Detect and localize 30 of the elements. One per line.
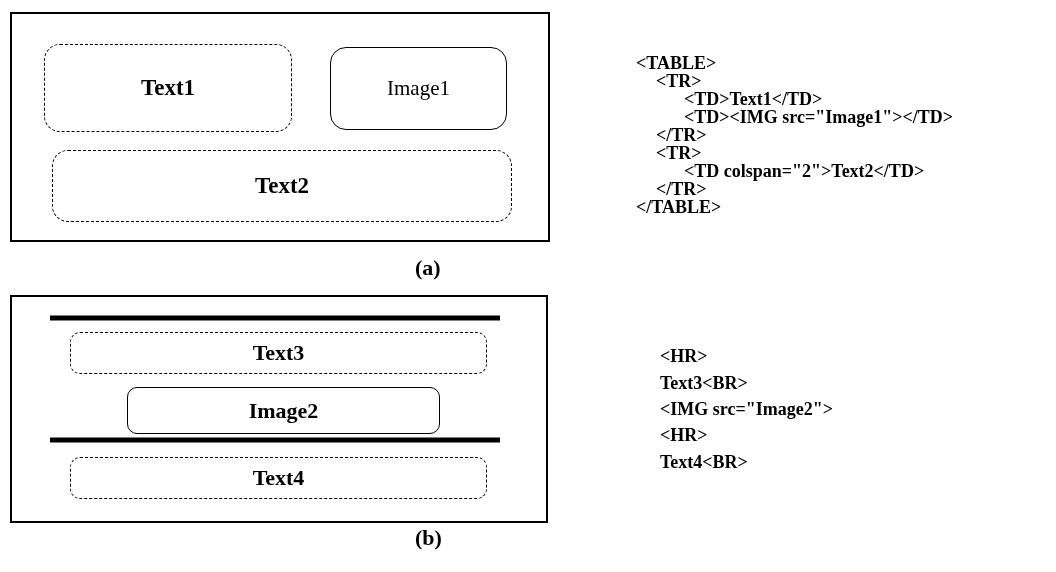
code-line: <TD><IMG src="Image1"></TD> bbox=[684, 108, 953, 126]
image-region bbox=[330, 47, 507, 130]
region-label: Text1 bbox=[140, 75, 196, 101]
image-region bbox=[127, 387, 440, 434]
panel-label: (b) bbox=[415, 526, 442, 550]
text-region bbox=[44, 44, 292, 132]
frame bbox=[10, 12, 550, 242]
code-line: </TR> bbox=[656, 180, 707, 198]
code-line: <TABLE> bbox=[636, 54, 717, 72]
code-line: <TR> bbox=[656, 144, 702, 162]
text-region bbox=[70, 332, 487, 374]
code-line: <HR> bbox=[660, 426, 708, 444]
code-line: </TABLE> bbox=[636, 198, 722, 216]
code-line: <IMG src="Image2"> bbox=[660, 400, 833, 418]
panel-label: (a) bbox=[415, 256, 441, 280]
code-line: Text3<BR> bbox=[660, 374, 748, 392]
code-line: </TR> bbox=[656, 126, 707, 144]
frame bbox=[10, 295, 548, 523]
code-line: <TD>Text1</TD> bbox=[684, 90, 823, 108]
text-region bbox=[52, 150, 512, 222]
code-line: Text4<BR> bbox=[660, 453, 748, 471]
code-line: <TR> bbox=[656, 72, 702, 90]
region-label: Text2 bbox=[254, 173, 310, 199]
code-line: <HR> bbox=[660, 347, 708, 365]
region-label: Text4 bbox=[252, 465, 305, 491]
region-label: Image1 bbox=[387, 76, 450, 101]
region-label: Text3 bbox=[252, 340, 305, 366]
code-line: <TD colspan="2">Text2</TD> bbox=[684, 162, 925, 180]
text-region bbox=[70, 457, 487, 499]
region-label: Image2 bbox=[248, 397, 319, 424]
